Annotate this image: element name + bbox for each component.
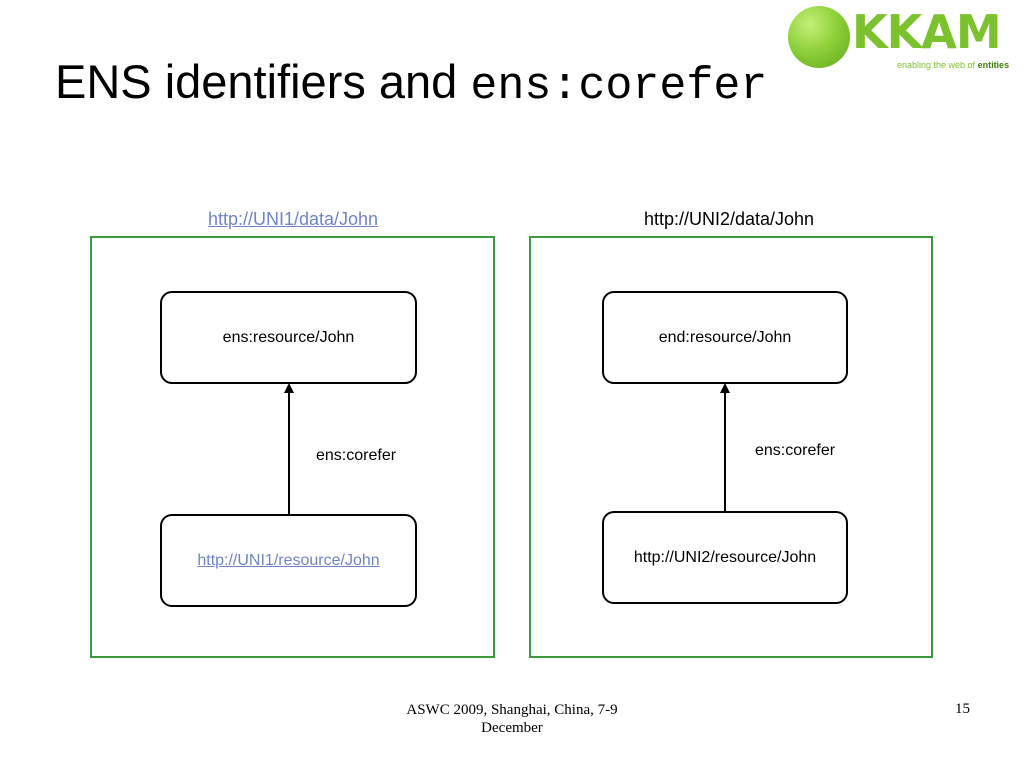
logo-tagline-prefix: enabling the web of <box>897 60 978 70</box>
slide-title: ENS identifiers and ens:corefer <box>55 58 767 109</box>
graph-1-label-link[interactable]: http://UNI1/data/John <box>207 209 379 229</box>
graph-2-box <box>529 236 933 658</box>
title-code: ens:corefer <box>470 61 768 112</box>
logo-tagline-emphasis: entities <box>977 60 1010 70</box>
graph-2-top-node-label: end:resource/John <box>658 328 792 346</box>
graph-1-edge-label: ens:corefer <box>316 447 397 464</box>
graph-2-label: http://UNI2/data/John <box>643 209 815 229</box>
okkam-logo: KKAM enabling the web of entities <box>788 6 1020 72</box>
graph-1-box <box>90 236 495 658</box>
graph-2-edge-label: ens:corefer <box>755 442 836 459</box>
logo-ball-icon <box>788 6 850 68</box>
graph-1-top-node-label: ens:resource/John <box>222 328 355 346</box>
graph-2-bottom-node-label: http://UNI2/resource/John <box>633 548 817 566</box>
footer-event: ASWC 2009, Shanghai, China, 7-9 December <box>406 702 618 736</box>
page-number: 15 <box>955 701 970 717</box>
graph-1-bottom-node-link[interactable]: http://UNI1/resource/John <box>197 551 380 569</box>
graph-2-bottom-node: http://UNI2/resource/John <box>602 511 848 604</box>
graph-1-top-node: ens:resource/John <box>160 291 417 384</box>
logo-tagline: enabling the web of entities <box>897 60 1009 70</box>
title-text: ENS identifiers and <box>55 55 471 108</box>
logo-wordmark: KKAM <box>852 5 1002 59</box>
graph-1-bottom-node: http://UNI1/resource/John <box>160 514 417 607</box>
graph-2-top-node: end:resource/John <box>602 291 848 384</box>
